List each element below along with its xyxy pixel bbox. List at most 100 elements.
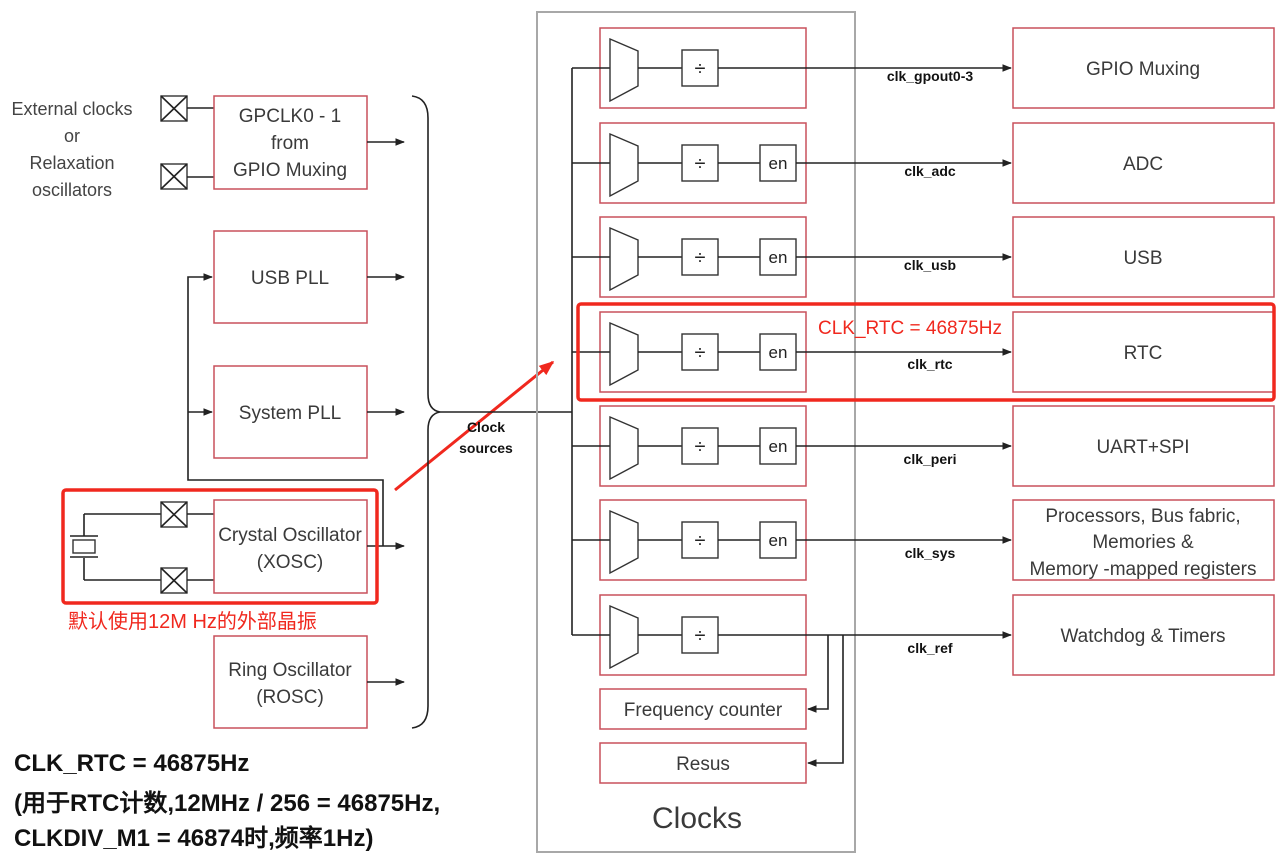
signal-label: clk_usb — [904, 257, 956, 273]
destination-box — [1012, 594, 1275, 676]
xosc-label-line: (XOSC) — [257, 552, 324, 573]
enable-box — [759, 333, 797, 371]
destination-box — [1012, 27, 1275, 109]
note-line: CLKDIV_M1 = 46874时,频率1Hz) — [14, 824, 373, 852]
enable-box — [759, 427, 797, 465]
clock-row-ref: ÷ clk_ref Watchdog & Timers — [572, 594, 1275, 676]
destination-label: ADC — [1123, 154, 1163, 175]
enable-label: en — [769, 154, 788, 173]
frequency-counter-box: Frequency counter — [599, 688, 807, 730]
xosc-pin-icon — [160, 501, 188, 528]
clock-sources-label: Clock — [467, 419, 505, 435]
enable-box — [759, 521, 797, 559]
highlight-arrow — [394, 360, 555, 492]
destination-label: USB — [1123, 248, 1162, 269]
destination-label: GPIO Muxing — [1086, 59, 1200, 80]
mux-icon — [609, 415, 639, 481]
mux-icon — [609, 132, 639, 198]
clock-row-rtc: ÷ en clk_rtc RTC — [572, 311, 1275, 393]
gpio-pin-icon — [160, 95, 188, 122]
signal-label: clk_adc — [904, 163, 956, 179]
ref-to-freq-counter-wire — [807, 635, 829, 713]
signal-label: clk_peri — [904, 451, 957, 467]
clock-row-gpout: ÷ clk_gpout0-3 GPIO Muxing — [572, 27, 1275, 109]
mux-icon — [609, 226, 639, 292]
rosc-label-line: Ring Oscillator — [228, 660, 352, 681]
divider-icon: ÷ — [695, 58, 706, 80]
ref-to-resus-wire — [807, 635, 844, 767]
xosc-to-usb-pll-wire — [187, 273, 384, 546]
destination-label-line: Memories & — [1092, 532, 1194, 553]
signal-label: clk_gpout0-3 — [887, 68, 974, 84]
divider-icon: ÷ — [695, 530, 706, 552]
enable-label: en — [769, 437, 788, 456]
system-pll-label: System PLL — [239, 403, 341, 424]
enable-box — [759, 144, 797, 182]
divider-icon: ÷ — [695, 247, 706, 269]
rtc-highlight-frame — [576, 302, 1276, 402]
signal-label: clk_ref — [907, 640, 952, 656]
note-line: CLK_RTC = 46875Hz — [14, 750, 249, 777]
rtc-calculation-note: CLK_RTC = 46875Hz (用于RTC计数,12MHz / 256 =… — [14, 750, 440, 852]
resus-label: Resus — [676, 754, 730, 775]
divider-icon: ÷ — [695, 436, 706, 458]
destination-box — [1012, 405, 1275, 487]
divider-icon: ÷ — [695, 625, 706, 647]
sources-brace — [411, 95, 441, 729]
note-line: (用于RTC计数,12MHz / 256 = 46875Hz, — [14, 790, 440, 817]
mux-icon — [609, 509, 639, 575]
rosc-label-line: (ROSC) — [256, 687, 324, 708]
gpclk-label-line: GPCLK0 - 1 — [239, 106, 341, 127]
external-label-line: External clocks — [11, 99, 132, 119]
clock-row-sys: ÷ en clk_sys Processors, Bus fabric, Mem… — [572, 499, 1275, 581]
divider-box — [681, 144, 719, 182]
mux-icon — [609, 604, 639, 670]
gpio-pin-icon — [160, 163, 188, 190]
signal-label: clk_rtc — [907, 356, 952, 372]
enable-box — [759, 238, 797, 276]
resus-box: Resus — [599, 742, 807, 784]
xosc-highlight-frame — [61, 488, 379, 605]
destination-box — [1012, 122, 1275, 204]
xosc-label-line: Crystal Oscillator — [218, 525, 362, 546]
divider-icon: ÷ — [695, 342, 706, 364]
external-label-line: or — [64, 126, 80, 146]
rtc-frequency-annotation: CLK_RTC = 46875Hz — [818, 318, 1002, 339]
clocks-block-frame — [536, 11, 856, 853]
xosc-note: 默认使用12M Hz的外部晶振 — [68, 610, 317, 633]
destination-label: UART+SPI — [1096, 437, 1189, 458]
xosc-box: Crystal Oscillator (XOSC) — [213, 499, 368, 594]
divider-box — [681, 521, 719, 559]
destination-box — [1012, 216, 1275, 298]
destination-label-line: Processors, Bus fabric, — [1045, 506, 1240, 527]
gpclk-label-line: from — [271, 133, 309, 154]
gpclk-label-line: GPIO Muxing — [233, 160, 347, 181]
gpclk-source-box: GPCLK0 - 1 from GPIO Muxing — [213, 95, 368, 190]
destination-label: Watchdog & Timers — [1060, 626, 1225, 647]
mux-icon — [609, 321, 639, 387]
enable-label: en — [769, 248, 788, 267]
mux-icon — [609, 37, 639, 103]
destination-label: RTC — [1124, 343, 1163, 364]
external-clocks-label: External clocks or Relaxation oscillator… — [11, 99, 132, 200]
signal-label: clk_sys — [905, 545, 956, 561]
crystal-icon — [70, 513, 161, 581]
destination-box — [1012, 499, 1275, 581]
clock-row-usb: ÷ en clk_usb USB — [572, 216, 1275, 298]
clock-row-peri: ÷ en clk_peri UART+SPI — [572, 405, 1275, 487]
clocks-title: Clocks — [652, 802, 742, 835]
external-label-line: Relaxation — [29, 153, 114, 173]
destination-label-line: Memory -mapped registers — [1029, 559, 1256, 580]
clock-sources-label: sources — [459, 440, 513, 456]
rosc-box: Ring Oscillator (ROSC) — [213, 635, 368, 729]
clock-row-adc: ÷ en clk_adc ADC — [572, 122, 1275, 204]
divider-box — [681, 238, 719, 276]
divider-box — [681, 333, 719, 371]
divider-icon: ÷ — [695, 153, 706, 175]
divider-box — [681, 616, 719, 654]
frequency-counter-label: Frequency counter — [624, 700, 783, 721]
enable-label: en — [769, 343, 788, 362]
usb-pll-label: USB PLL — [251, 268, 329, 289]
destination-box — [1012, 311, 1275, 393]
